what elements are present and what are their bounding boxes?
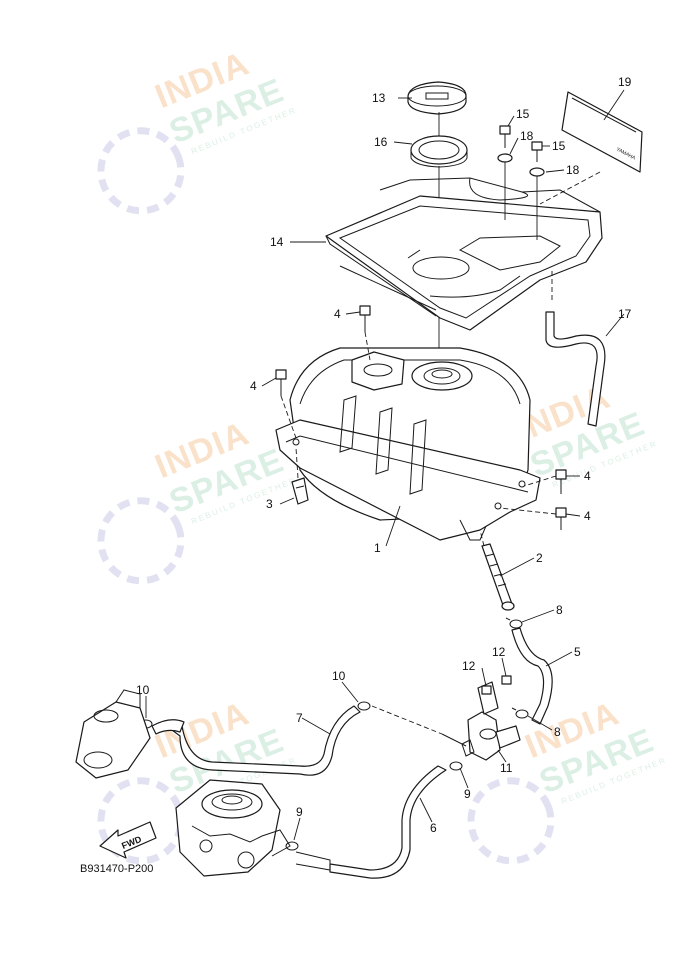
callout-18-left: 18 — [520, 129, 534, 143]
alignment-line — [479, 529, 485, 547]
alignment-line — [441, 733, 467, 747]
clamp-8-lower — [511, 707, 529, 719]
callout-12-right: 12 — [492, 645, 506, 659]
diagram-code: B931470-P200 — [80, 863, 153, 875]
wrench-logo-icon — [97, 497, 185, 585]
callout-8-upper: 8 — [556, 603, 563, 617]
washer-18-left — [497, 153, 513, 163]
fuel-hose-6 — [295, 765, 447, 879]
callout-4-right-lower: 4 — [584, 509, 591, 523]
clamp-8-upper — [505, 617, 523, 629]
callouts: 13 16 14 15 15 18 18 19 17 4 4 4 4 3 1 2… — [136, 75, 632, 835]
callout-15-left: 15 — [516, 107, 530, 121]
alignment-line — [539, 171, 601, 205]
callout-3: 3 — [266, 497, 273, 511]
callout-14: 14 — [270, 235, 284, 249]
leader-lines — [145, 89, 625, 841]
callout-4-right-upper: 4 — [584, 469, 591, 483]
alignment-line — [371, 705, 443, 735]
alignment-line — [295, 447, 299, 479]
intake-manifold — [75, 689, 151, 779]
callout-15-right: 15 — [552, 139, 566, 153]
callout-19: 19 — [618, 75, 632, 89]
callout-9-left: 9 — [296, 805, 303, 819]
wrench-logo-icon — [97, 127, 185, 215]
callout-1: 1 — [374, 541, 381, 555]
bolt-12-right — [501, 675, 512, 685]
callout-13: 13 — [372, 91, 386, 105]
callout-5: 5 — [574, 645, 581, 659]
clamp-10-right — [357, 701, 371, 711]
alignment-line — [499, 507, 557, 515]
alignment-line — [364, 331, 371, 361]
bolt-4-top — [359, 305, 371, 332]
carburetor — [175, 779, 291, 877]
emblem-plate: YAMAHA — [561, 91, 643, 173]
breather-hose — [545, 311, 606, 427]
clamp-9-left — [285, 841, 299, 851]
bolt-15-left — [499, 125, 511, 148]
callout-9-right: 9 — [464, 787, 471, 801]
watermark-top: INDIA SPARE REBUILD TOGETHER — [97, 44, 298, 215]
callout-16: 16 — [374, 135, 388, 149]
washer-18-right — [529, 167, 545, 177]
fuel-cap — [407, 81, 467, 115]
callout-12-left: 12 — [462, 659, 476, 673]
bolt-4-right-lower — [555, 507, 567, 530]
watermark-middle: INDIA SPARE REBUILD TOGETHER — [97, 414, 298, 585]
callout-18-right: 18 — [566, 163, 580, 177]
callout-11: 11 — [500, 761, 513, 775]
bolt-4-left — [275, 369, 287, 396]
bolt-12-left — [481, 685, 492, 695]
tank-cover-tray — [325, 177, 603, 331]
callout-2: 2 — [536, 551, 543, 565]
callout-8-lower: 8 — [554, 725, 561, 739]
callout-17: 17 — [618, 307, 632, 321]
clip-3 — [291, 477, 309, 505]
wrench-logo-icon — [467, 777, 555, 865]
vacuum-hose-7 — [151, 705, 361, 776]
callout-10-left: 10 — [136, 683, 150, 697]
fuel-pipe-2 — [481, 543, 515, 611]
fuel-tank — [275, 347, 541, 541]
callout-10-right: 10 — [332, 669, 346, 683]
alignment-line — [523, 475, 557, 487]
callout-6: 6 — [430, 821, 437, 835]
watermark-bottom-right: INDIA SPARE REBUILD TOGETHER — [467, 694, 668, 865]
callout-4-top: 4 — [334, 307, 341, 321]
fwd-arrow-icon: FWD — [99, 821, 157, 859]
cap-gasket — [410, 135, 468, 168]
callout-4-left: 4 — [250, 379, 257, 393]
bolt-15-right — [531, 141, 543, 162]
fuel-hose-5 — [511, 627, 553, 725]
callout-7: 7 — [296, 711, 303, 725]
clamp-9-right — [449, 761, 463, 771]
bolt-4-right-upper — [555, 469, 567, 494]
